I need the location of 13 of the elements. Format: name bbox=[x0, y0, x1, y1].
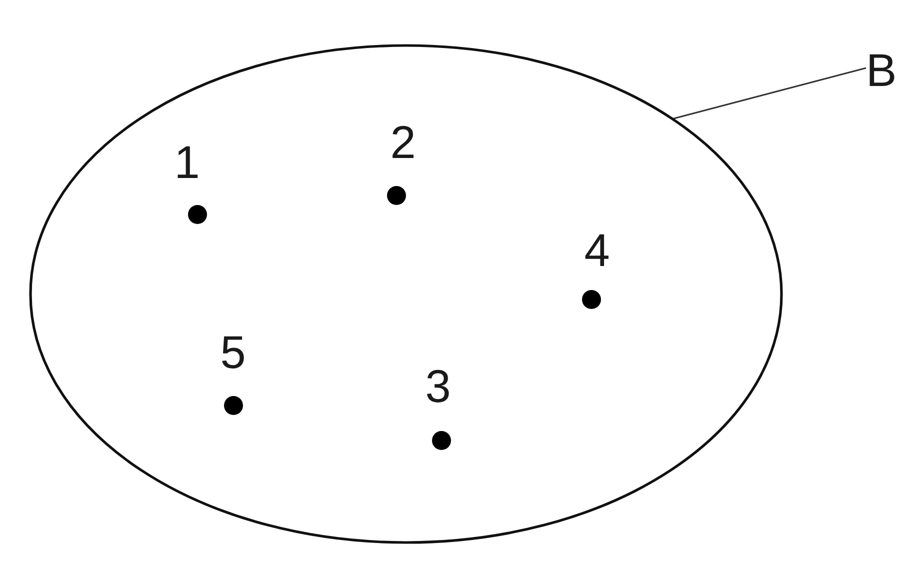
point-number: 4 bbox=[584, 227, 610, 273]
point-dot bbox=[386, 186, 406, 204]
point-number: 2 bbox=[390, 119, 416, 165]
point-number: 1 bbox=[174, 139, 200, 185]
point-dot bbox=[224, 396, 242, 414]
leader-line bbox=[672, 67, 866, 120]
point-dot bbox=[188, 204, 206, 224]
point-number: 5 bbox=[220, 329, 246, 375]
point-dot bbox=[582, 290, 600, 308]
point-number: 3 bbox=[425, 363, 451, 409]
set-label: B bbox=[866, 47, 897, 93]
point-dot bbox=[432, 430, 450, 450]
set-ellipse bbox=[29, 44, 783, 544]
